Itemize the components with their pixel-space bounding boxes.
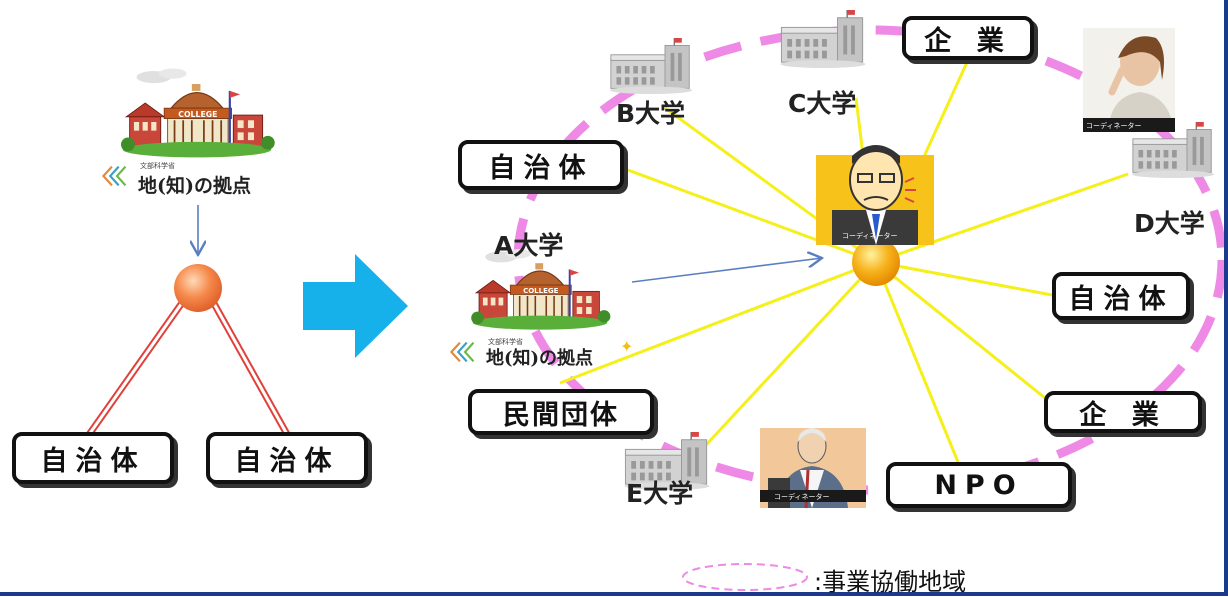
university-e-label: E大学: [626, 479, 694, 508]
university-a-label: A大学: [494, 231, 564, 260]
coordinator-center-tag: コーディネーター: [842, 231, 898, 240]
left-logo-title: 地(知)の拠点: [138, 174, 251, 197]
coordinator-center-picture: コーディネーター: [816, 145, 934, 245]
legend-dashed-ellipse-icon: [682, 563, 808, 591]
box-kigyo-top: 企 業: [902, 16, 1034, 60]
legend-label: :事業協働地域: [814, 568, 967, 596]
coordinator-woman-tag: コーディネーター: [1086, 121, 1142, 130]
coordinator-woman-picture: コーディネーター: [1083, 28, 1175, 132]
box-npo: NPO: [886, 462, 1072, 508]
left-ccc-mark: [102, 165, 127, 187]
left-node: [174, 264, 222, 312]
left-box-jichitai-1: 自治体: [12, 432, 174, 484]
cooperation-area-circle: [513, 25, 1227, 495]
left-connector-lines: [85, 297, 292, 439]
box-jichitai-right: 自治体: [1052, 272, 1190, 320]
right-logo-small-text: 文部科学省: [488, 337, 523, 346]
left-box-jichitai-2: 自治体: [206, 432, 368, 484]
right-logo-sparkle: ✦: [620, 337, 633, 356]
left-logo-small-text: 文部科学省: [140, 161, 175, 170]
box-jichitai-left: 自治体: [458, 140, 624, 190]
left-college-logo: [119, 67, 277, 159]
hub-node: [852, 238, 900, 286]
spoke-lines: [559, 59, 1129, 463]
university-b-building-icon: [609, 38, 693, 94]
right-ccc-mark: [450, 341, 475, 363]
university-b-label: B大学: [616, 99, 686, 128]
right-logo-title: 地(知)の拠点: [486, 347, 593, 369]
university-c-building-icon: [779, 10, 867, 68]
bottom-border: [0, 592, 1228, 596]
college-to-hub-arrow: [631, 258, 822, 283]
university-d-label: D大学: [1134, 209, 1205, 238]
coordinator-man-tag: コーディネーター: [774, 492, 830, 501]
coordinator-man-picture: コーディネーター: [760, 428, 866, 509]
right-border: [1224, 0, 1228, 596]
university-c-label: C大学: [788, 89, 857, 118]
box-kigyo-right: 企 業: [1044, 391, 1202, 433]
transition-arrow: [303, 254, 408, 358]
box-minkan-dantai: 民間団体: [468, 389, 654, 435]
